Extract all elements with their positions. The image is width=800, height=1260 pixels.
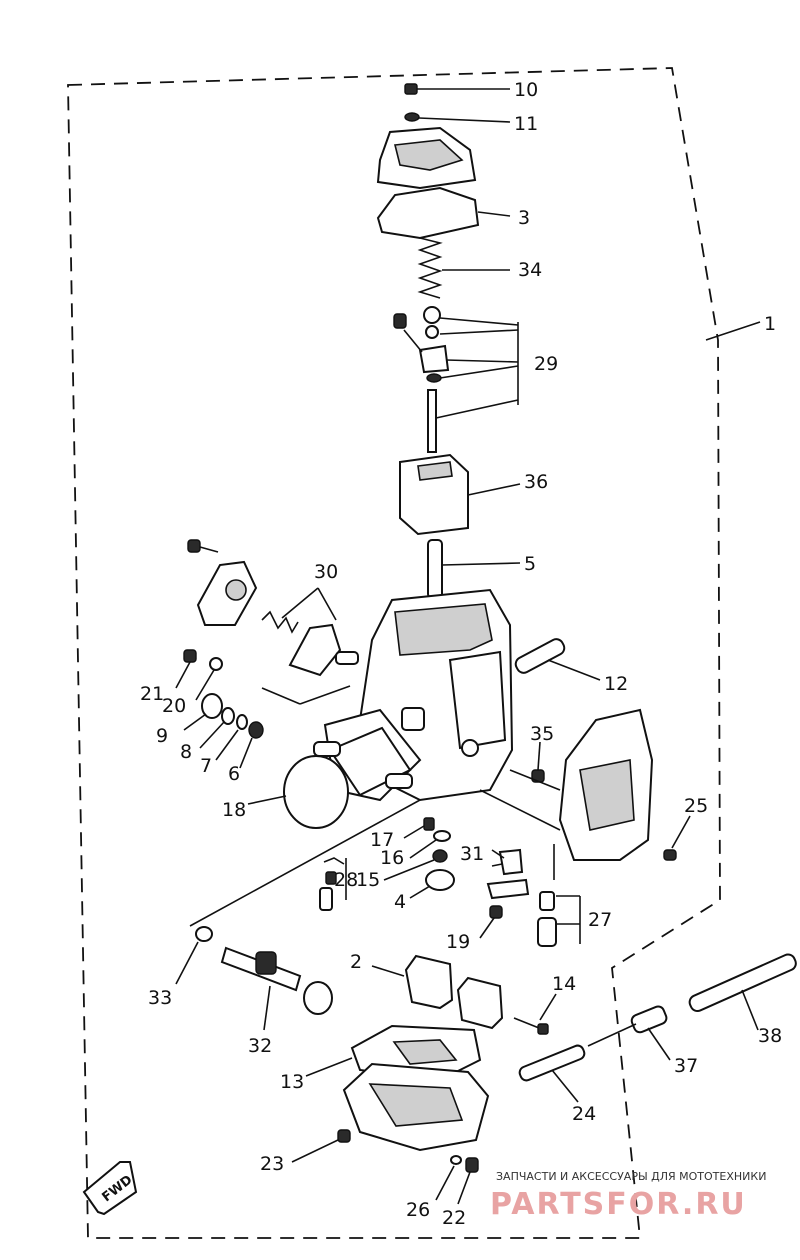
label-36: 36 — [524, 471, 548, 493]
watermark-brand: PARTSFOR.RU — [490, 1187, 747, 1222]
label-31: 31 — [460, 843, 484, 865]
part-26-oring — [435, 1155, 462, 1201]
part-top-cover — [376, 126, 477, 190]
label-10: 10 — [514, 79, 538, 101]
part-22-drain-screw — [457, 1157, 479, 1205]
label-17: 17 — [370, 829, 394, 851]
part-6-screw — [239, 721, 264, 769]
part-36-throttle-slide — [399, 453, 521, 536]
watermark-caption: ЗАПЧАСТИ И АКСЕССУАРЫ ДЛЯ МОТОТЕХНИКИ — [496, 1170, 766, 1183]
label-20: 20 — [162, 695, 186, 717]
part-23-screw — [291, 1129, 351, 1163]
label-19: 19 — [446, 931, 470, 953]
label-2: 2 — [350, 951, 362, 973]
part-8-oring — [199, 707, 235, 749]
part-16-washer — [409, 830, 451, 859]
label-26: 26 — [406, 1199, 430, 1221]
part-32-plunger — [220, 946, 333, 1031]
part-17-jet — [403, 817, 435, 839]
part-33-washer — [175, 926, 213, 985]
label-32: 32 — [248, 1035, 272, 1057]
part-5-jet — [427, 539, 521, 599]
label-14: 14 — [552, 973, 576, 995]
part-9-cap — [183, 693, 223, 731]
fwd-arrow-icon: FWD — [82, 1161, 138, 1216]
label-6: 6 — [228, 763, 240, 785]
part-7-washer — [215, 714, 248, 761]
label-30: 30 — [314, 561, 338, 583]
assembly-boundary — [67, 67, 721, 1239]
label-21: 21 — [140, 683, 164, 705]
part-18-oring — [247, 755, 349, 829]
label-38: 38 — [758, 1025, 782, 1047]
part-25-screw — [663, 815, 691, 861]
label-7: 7 — [200, 755, 212, 777]
part-intake-flange — [313, 726, 413, 797]
label-3: 3 — [518, 207, 530, 229]
label-5: 5 — [524, 553, 536, 575]
label-13: 13 — [280, 1071, 304, 1093]
part-35-plug — [531, 741, 545, 783]
label-33: 33 — [148, 987, 172, 1009]
part-15-spring — [383, 849, 448, 881]
label-1: 1 — [764, 313, 776, 335]
part-float-bowl — [342, 1062, 490, 1152]
label-23: 23 — [260, 1153, 284, 1175]
label-27: 27 — [588, 909, 612, 931]
label-11: 11 — [514, 113, 538, 135]
part-11-washer — [404, 112, 511, 123]
label-34: 34 — [518, 259, 542, 281]
label-4: 4 — [394, 891, 406, 913]
part-27-pilot-screw — [537, 844, 581, 947]
label-12: 12 — [604, 673, 628, 695]
part-29-needle-set — [393, 306, 519, 453]
label-18: 18 — [222, 799, 246, 821]
part-21-screw — [175, 649, 197, 689]
part-right-cover — [558, 708, 654, 861]
part-37-fitting — [587, 1005, 671, 1061]
label-37: 37 — [674, 1055, 698, 1077]
label-25: 25 — [684, 795, 708, 817]
label-8: 8 — [180, 741, 192, 763]
label-35: 35 — [530, 723, 554, 745]
part-4-float-valve — [409, 869, 455, 899]
part-19-screw — [479, 905, 503, 939]
part-30-accelerator-pump — [187, 539, 359, 677]
part-28-screw-set — [319, 857, 347, 911]
part-14-pin — [513, 993, 557, 1035]
label-15: 15 — [356, 869, 380, 891]
label-24: 24 — [572, 1103, 596, 1125]
label-28: 28 — [334, 869, 358, 891]
label-22: 22 — [442, 1207, 466, 1229]
label-16: 16 — [380, 847, 404, 869]
part-20-washer — [195, 657, 223, 701]
part-3-gasket — [376, 186, 511, 240]
part-38-hose — [688, 953, 797, 1031]
part-31-needle-valve — [486, 848, 530, 900]
part-2-float — [371, 954, 504, 1030]
part-34-spring — [417, 237, 510, 299]
part-10-screw — [404, 83, 510, 95]
part-24-hose — [518, 1044, 586, 1103]
label-9: 9 — [156, 725, 168, 747]
label-29: 29 — [534, 353, 558, 375]
part-13-gasket — [305, 1024, 482, 1082]
part-12-pipe — [514, 638, 601, 681]
